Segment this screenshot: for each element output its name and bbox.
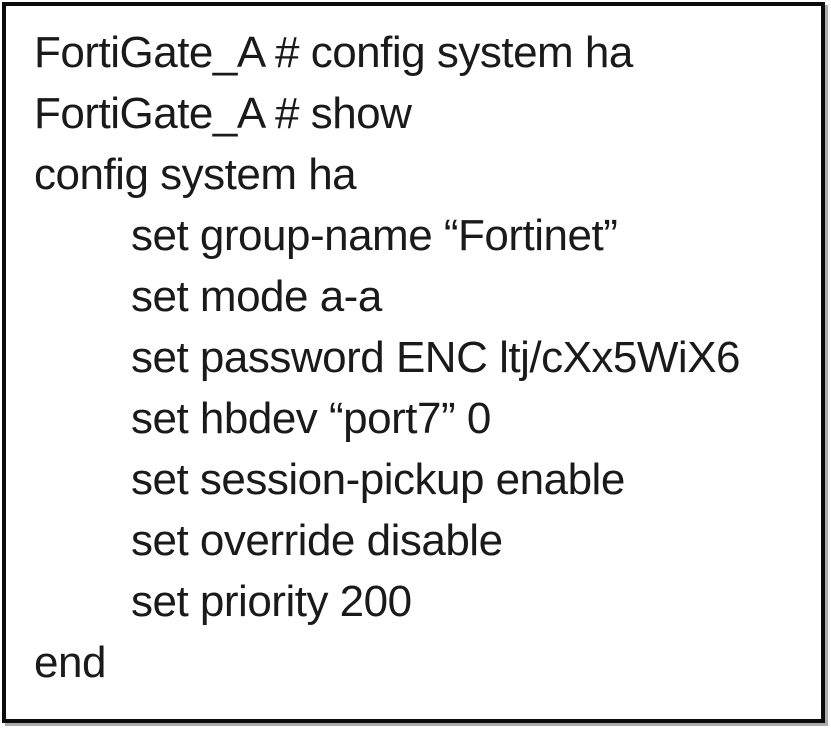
cli-line: FortiGate_A # config system ha	[34, 28, 633, 77]
cli-line: set password ENC ltj/cXx5WiX6	[131, 333, 741, 382]
cli-line: set hbdev “port7” 0	[131, 394, 491, 443]
cli-line: set session-pickup enable	[131, 455, 625, 504]
cli-line: set override disable	[131, 516, 503, 565]
cli-line: config system ha	[34, 150, 357, 199]
cli-line: end	[34, 638, 106, 687]
cli-line: set priority 200	[131, 577, 412, 626]
cli-line: FortiGate_A # show	[34, 89, 412, 138]
cli-line: set group-name “Fortinet”	[131, 211, 618, 260]
cli-line: set mode a-a	[131, 272, 382, 321]
cli-console-output: FortiGate_A # config system ha FortiGate_…	[2, 2, 825, 723]
